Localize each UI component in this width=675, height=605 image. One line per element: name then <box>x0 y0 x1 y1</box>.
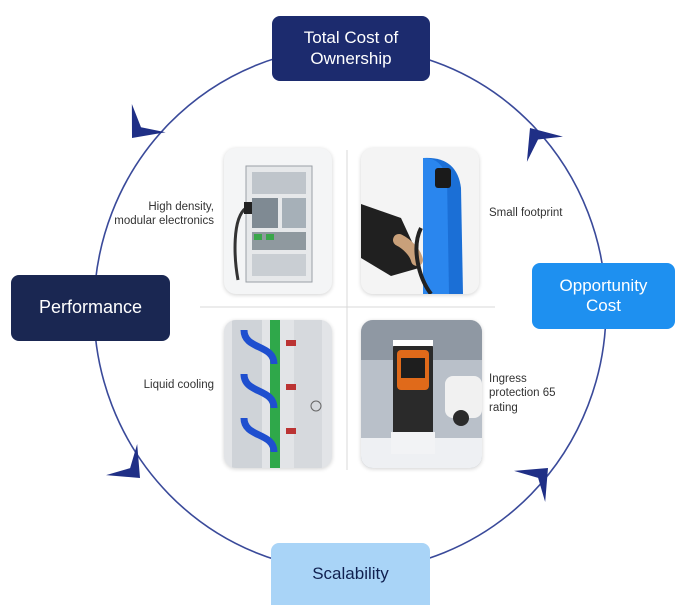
cycle-arrow-icon <box>106 444 140 478</box>
feature-label-small-footprint: Small footprint <box>489 207 563 219</box>
node-scalability: Scalability <box>271 543 430 605</box>
photo-small-footprint <box>361 148 479 294</box>
photo-ingress-protection <box>361 320 482 468</box>
node-label: Scalability <box>312 563 389 583</box>
node-label: Performance <box>38 297 143 318</box>
cycle-arrow-icon <box>526 128 563 162</box>
node-total-cost-of-ownership: Total Cost of Ownership <box>272 16 430 81</box>
photo-liquid-cooling <box>224 320 332 468</box>
feature-label-liquid-cooling: Liquid cooling <box>143 379 214 391</box>
cycle-arrow-icon <box>514 468 548 502</box>
node-opportunity-cost: Opportunity Cost <box>532 263 675 329</box>
cycle-arrow-icon <box>131 103 166 138</box>
ring-path <box>93 46 607 572</box>
photo-modular-electronics <box>224 148 332 294</box>
node-label: Total Cost of Ownership <box>303 28 399 68</box>
node-performance: Performance <box>11 275 170 341</box>
feature-label-modular-electronics: High density, modular electronics <box>114 201 214 228</box>
feature-label-ingress-protection: Ingress protection 65 rating <box>489 373 556 414</box>
node-label: Opportunity Cost <box>559 275 648 315</box>
